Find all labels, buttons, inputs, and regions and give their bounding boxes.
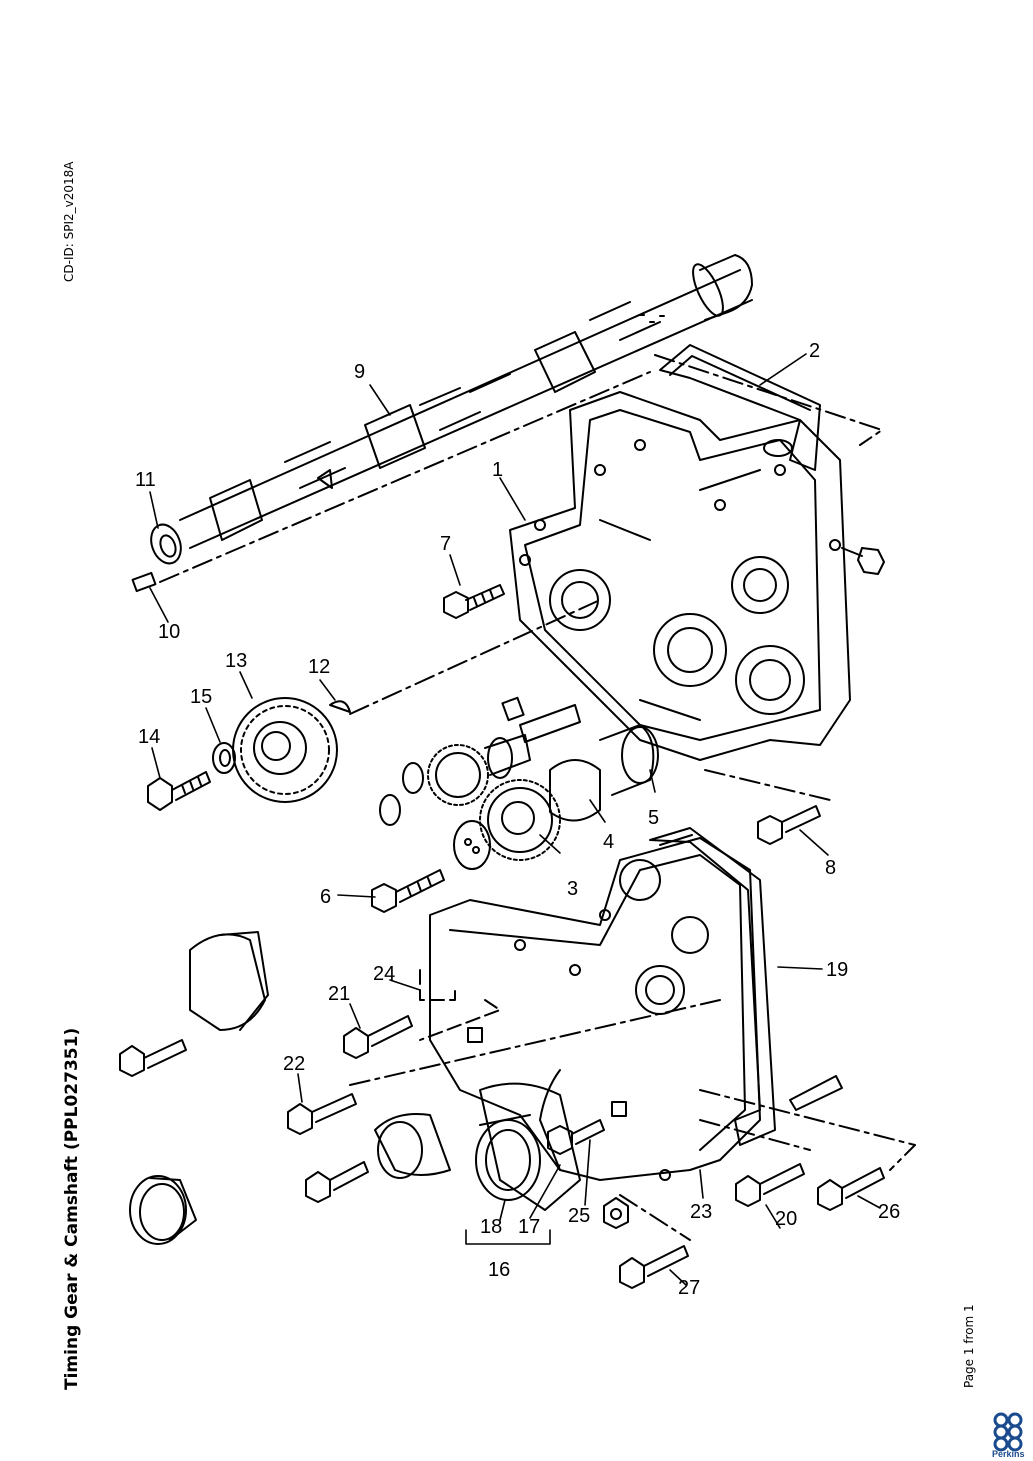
woodruff-key-part[interactable] <box>329 700 351 713</box>
cover-outline <box>419 999 501 1041</box>
callout-2: 2 <box>809 340 820 362</box>
idler-shaft-part[interactable] <box>599 724 659 796</box>
bolt-20-part[interactable] <box>735 1163 805 1207</box>
callout-3: 3 <box>567 878 578 900</box>
camshaft-axis-line <box>159 371 651 583</box>
nut-part[interactable] <box>603 1197 629 1229</box>
callout-23: 23 <box>690 1201 712 1223</box>
bolt-20-alignment-line <box>699 1119 811 1151</box>
callout-16: 16 <box>488 1259 510 1281</box>
camshaft-part[interactable] <box>179 254 753 549</box>
bolt-7-part[interactable] <box>443 584 505 619</box>
callout-19: 19 <box>826 959 848 981</box>
callout-17: 17 <box>518 1216 540 1238</box>
bolt-14-part[interactable] <box>147 771 211 811</box>
callout-4: 4 <box>603 831 614 853</box>
camshaft-gear-part[interactable] <box>232 697 338 803</box>
timing-case-gasket-part[interactable] <box>659 344 821 471</box>
washer-15-part[interactable] <box>212 742 236 774</box>
thrust-plate-part[interactable] <box>453 820 491 870</box>
callout-15: 15 <box>190 686 212 708</box>
callout-6: 6 <box>320 886 331 908</box>
callout-5: 5 <box>648 807 659 829</box>
bolt-22-part[interactable] <box>287 1093 357 1135</box>
bolt-27-part[interactable] <box>619 1245 689 1289</box>
callout-12: 12 <box>308 656 330 678</box>
thrust-washer-part[interactable] <box>146 520 186 567</box>
dowel-pin-part[interactable] <box>131 571 157 593</box>
callout-26: 26 <box>878 1201 900 1223</box>
callout-24: 24 <box>373 963 395 985</box>
timing-case-part[interactable] <box>509 391 851 761</box>
breather-cap-part[interactable] <box>374 1113 451 1179</box>
bolt-8-part[interactable] <box>757 805 821 845</box>
breather-bolt-part[interactable] <box>305 1161 369 1203</box>
leader-lines <box>149 353 881 1286</box>
idler-hub-part[interactable] <box>484 696 601 822</box>
callout-9: 9 <box>354 361 365 383</box>
callout-numbers: 1 2 3 4 5 6 7 8 9 10 11 12 13 14 15 16 1… <box>135 340 900 1299</box>
bolt-24-outline <box>419 969 456 1001</box>
callout-7: 7 <box>440 533 451 555</box>
callout-27: 27 <box>678 1277 700 1299</box>
callout-11: 11 <box>135 469 156 491</box>
callout-20: 20 <box>775 1208 797 1230</box>
perkins-logo <box>993 1412 1023 1452</box>
oil-seal-part[interactable] <box>475 1114 541 1201</box>
callout-8: 8 <box>825 857 836 879</box>
bolt-6-part[interactable] <box>371 869 445 913</box>
gear-alignment-line <box>349 599 601 715</box>
circlip-part[interactable] <box>379 762 424 826</box>
idler-gear-part[interactable] <box>427 744 561 861</box>
bolt-27-alignment-line <box>619 1194 691 1241</box>
seal-housing-part[interactable] <box>479 1082 581 1211</box>
front-cover-part[interactable] <box>429 837 761 1181</box>
bolt-26-part[interactable] <box>817 1167 885 1211</box>
callout-14: 14 <box>138 726 160 748</box>
bolt-22-alignment-line <box>349 999 721 1086</box>
bolt-25-part[interactable] <box>547 1119 605 1155</box>
callout-22: 22 <box>283 1053 305 1075</box>
cover-plate-part[interactable] <box>189 931 269 1031</box>
bolt-8-alignment-line <box>704 769 831 801</box>
callout-18: 18 <box>480 1216 502 1238</box>
blanking-cap-part[interactable] <box>129 1175 197 1245</box>
bolt-26-alignment-line <box>699 1089 916 1171</box>
callout-21: 21 <box>328 983 350 1005</box>
bolt-21-part[interactable] <box>343 1015 413 1059</box>
callout-13: 13 <box>225 650 247 672</box>
cover-plate-bolt-part[interactable] <box>119 1039 187 1077</box>
side-plug-part[interactable] <box>841 547 885 575</box>
callout-25: 25 <box>568 1205 590 1227</box>
callout-1: 1 <box>492 459 503 481</box>
front-cover-gasket-part[interactable] <box>649 827 776 1146</box>
gasket-alignment-line <box>654 354 883 446</box>
perkins-logo-text: Perkins <box>992 1449 1025 1459</box>
stud-part[interactable] <box>789 1075 843 1111</box>
callout-10: 10 <box>158 621 180 643</box>
